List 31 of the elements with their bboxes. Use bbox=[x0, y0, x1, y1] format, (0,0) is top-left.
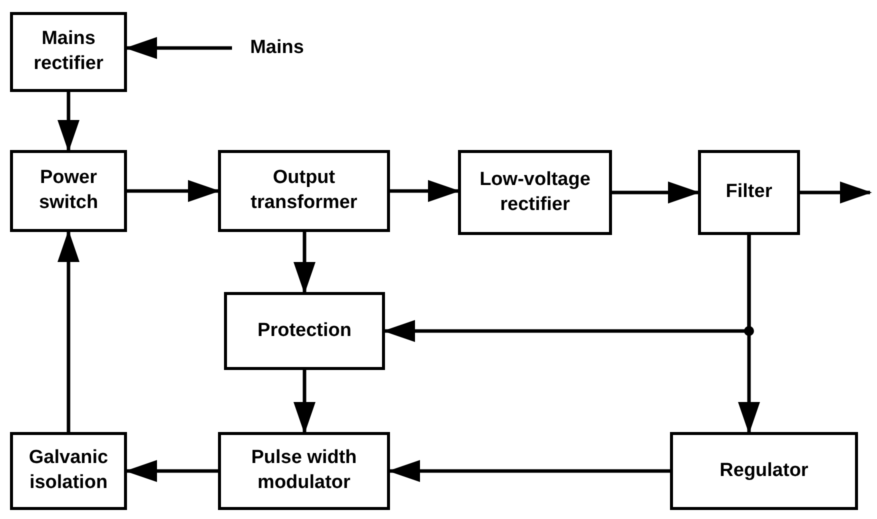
block-box bbox=[218, 432, 390, 510]
block-box bbox=[10, 150, 127, 232]
block-box bbox=[224, 292, 385, 370]
arrow bbox=[294, 232, 316, 294]
arrow bbox=[58, 92, 80, 152]
block-box bbox=[458, 150, 612, 235]
block-label: Pulse width modulator bbox=[250, 446, 358, 495]
arrow bbox=[388, 460, 670, 482]
input-label: Mains bbox=[249, 36, 305, 60]
block-label: Regulator bbox=[718, 458, 810, 483]
arrow bbox=[294, 370, 316, 434]
block-box bbox=[10, 12, 127, 92]
arrow bbox=[738, 235, 760, 434]
block-box bbox=[10, 432, 127, 510]
block-label: Low-voltage rectifier bbox=[478, 168, 592, 216]
block-label: Power switch bbox=[38, 166, 100, 215]
block-label: Output transformer bbox=[250, 166, 358, 215]
block-label: Galvanic isolation bbox=[28, 446, 110, 495]
block-box bbox=[218, 150, 390, 232]
block-box bbox=[698, 150, 800, 235]
block-box bbox=[670, 432, 858, 510]
arrow bbox=[390, 180, 460, 202]
block-label: Mains rectifier bbox=[32, 27, 104, 76]
arrow bbox=[800, 182, 872, 204]
arrow bbox=[127, 180, 220, 202]
arrow bbox=[125, 460, 218, 482]
arrow bbox=[612, 182, 700, 204]
block-label: Protection bbox=[256, 318, 352, 343]
arrow bbox=[58, 230, 80, 432]
arrow bbox=[125, 37, 232, 59]
block-label: Filter bbox=[724, 180, 774, 204]
